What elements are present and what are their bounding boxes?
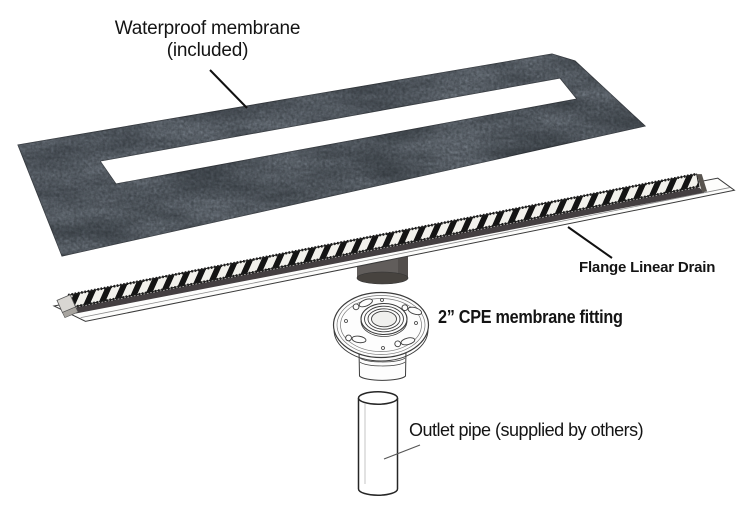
fitting-label: 2” CPE membrane fitting — [438, 307, 623, 327]
drain-leader-line — [567, 226, 613, 259]
fitting-screw-holes — [344, 298, 418, 350]
fitting-threaded-ring — [360, 302, 408, 337]
membrane-label-line2: (included) — [166, 40, 249, 61]
membrane-label: Waterproof membrane (included) — [95, 18, 320, 62]
outlet-pipe-graphic — [357, 391, 399, 496]
drain-label: Flange Linear Drain — [579, 259, 716, 276]
membrane-leader-line — [209, 69, 248, 109]
fitting-toggle-fasteners — [345, 298, 423, 348]
flange-linear-drain-graphic — [52, 172, 736, 322]
membrane-label-line1: Waterproof membrane — [114, 18, 301, 39]
pipe-leader-line — [383, 444, 421, 460]
fitting-neck — [358, 349, 407, 381]
cpe-membrane-fitting-graphic — [332, 291, 430, 381]
pipe-label: Outlet pipe (supplied by others) — [409, 420, 644, 440]
